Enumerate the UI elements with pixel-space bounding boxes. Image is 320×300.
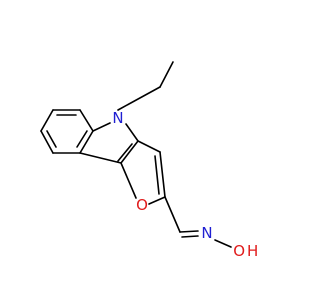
bond-c2-ch	[164, 196, 181, 233]
atom-labels: N O N O H	[112, 109, 258, 260]
bond-ch-n-double	[181, 235, 199, 238]
bond-c8b-c	[79, 152, 122, 164]
atom-label-n-oxime: N	[201, 224, 212, 242]
bond-ch-n	[179, 230, 199, 233]
bond-o-c2	[148, 196, 166, 205]
bond-benzene-6	[79, 109, 94, 132]
bond-c8b-o	[120, 162, 137, 199]
bond-benzene-5	[79, 130, 94, 154]
bond-c-n1	[92, 122, 111, 132]
atom-label-hydroxyl-h: H	[247, 242, 258, 260]
bond-c3a-c8b	[120, 140, 139, 164]
bond-benzene-3	[40, 130, 54, 154]
bond-n-o	[214, 239, 232, 248]
bond-c2-c3	[159, 151, 166, 198]
skeleton-bonds	[40, 61, 232, 248]
atom-label-hydroxyl-o: O	[233, 242, 245, 260]
bond-benzene-double-3	[76, 130, 88, 148]
bond-benzene-double-2	[46, 130, 57, 148]
atom-label-n1: N	[112, 109, 123, 127]
bond-c3-c3a	[137, 140, 161, 153]
bond-benzene-2	[40, 109, 54, 132]
structure-canvas: N O N O H	[40, 61, 258, 260]
bond-c2-c3-double	[154, 155, 160, 195]
bond-n1-c3a	[125, 123, 139, 142]
bond-n1-ch2	[117, 86, 161, 111]
bond-ch2-ch3	[159, 61, 174, 88]
atom-label-o-ring: O	[136, 196, 148, 214]
bond-c3a-c8b-double	[117, 143, 133, 162]
